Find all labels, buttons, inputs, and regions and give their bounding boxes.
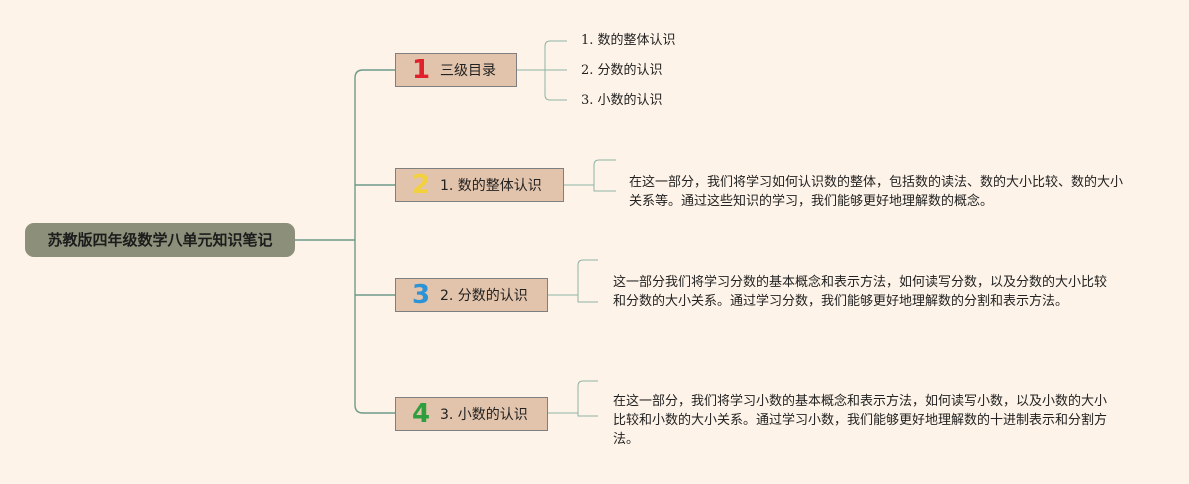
branch-label: 三级目录	[440, 63, 496, 79]
branch-2-description: 在这一部分，我们将学习如何认识数的整体，包括数的读法、数的大小比较、数的大小关系…	[629, 175, 1124, 209]
branch-node-1[interactable]: 1 三级目录	[395, 53, 517, 87]
branch-node-3[interactable]: 3 2. 分数的认识	[395, 278, 548, 312]
branch-node-4[interactable]: 4 3. 小数的认识	[395, 397, 548, 431]
toc-item-2[interactable]: 2. 分数的认识	[581, 63, 663, 78]
branch-node-2[interactable]: 2 1. 数的整体认识	[395, 168, 564, 202]
branch-4-description: 在这一部分，我们将学习小数的基本概念和表示方法，如何读写小数，以及小数的大小比较…	[613, 394, 1108, 447]
branch-label: 3. 小数的认识	[440, 407, 528, 423]
branch-3-description: 这一部分我们将学习分数的基本概念和表示方法，如何读写分数，以及分数的大小比较和分…	[613, 275, 1108, 309]
number-1-icon: 1	[411, 55, 431, 85]
root-node[interactable]: 苏教版四年级数学八单元知识笔记	[25, 223, 295, 257]
branch-label: 1. 数的整体认识	[440, 178, 542, 194]
branch-3-bracket	[577, 259, 598, 303]
number-2-icon: 2	[411, 170, 431, 200]
toc-item-1[interactable]: 1. 数的整体认识	[581, 33, 676, 48]
number-3-icon: 3	[411, 280, 431, 310]
branch-label: 2. 分数的认识	[440, 288, 528, 304]
branch-4-bracket	[577, 380, 598, 417]
number-4-icon: 4	[411, 399, 431, 429]
trunk-connector	[354, 69, 395, 414]
branch-2-bracket	[593, 159, 616, 192]
toc-item-3[interactable]: 3. 小数的认识	[581, 93, 663, 108]
